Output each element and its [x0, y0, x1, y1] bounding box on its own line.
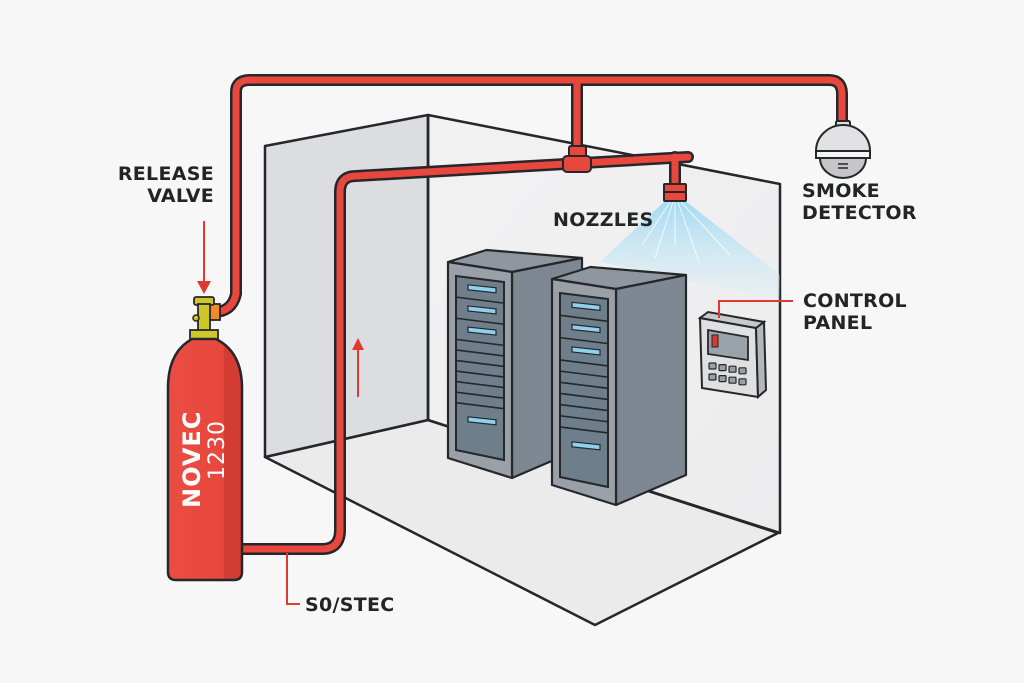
server-indicator-light	[467, 326, 497, 336]
server-panel	[455, 274, 505, 462]
room-left-wall	[263, 113, 430, 459]
server-indicator-light	[571, 346, 601, 356]
cylinder-label-line1: NOVEC	[178, 411, 206, 508]
server-slot-divider	[559, 426, 609, 434]
label-control-panel: CONTROL PANEL	[803, 290, 907, 334]
server-slot-divider	[455, 338, 505, 347]
label-piping: S0/STEC	[305, 594, 395, 616]
server-slot-divider	[559, 370, 609, 378]
nozzle-head	[663, 183, 687, 202]
control-panel-button	[708, 362, 717, 370]
server-panel	[559, 291, 609, 489]
server-indicator-light	[571, 301, 601, 311]
piping-leader	[286, 553, 300, 605]
control-panel-button	[708, 373, 717, 381]
novec-cylinder: NOVEC 1230	[166, 296, 244, 582]
release-valve-arrow-icon	[197, 221, 211, 294]
control-panel-button	[728, 365, 737, 373]
label-smoke-detector-line2: DETECTOR	[802, 202, 917, 224]
control-panel-button	[718, 364, 727, 372]
server-slot-divider	[559, 314, 609, 323]
label-release-valve-line2: VALVE	[147, 185, 214, 207]
server-rack-right	[550, 265, 688, 507]
server-slot-divider	[455, 401, 505, 410]
server-slot-divider	[559, 414, 609, 423]
label-nozzles: NOZZLES	[553, 209, 654, 231]
control-panel-button	[728, 376, 737, 384]
server-slot-divider	[455, 370, 505, 378]
label-release-valve-line1: RELEASE	[117, 163, 214, 185]
control-panel-device	[697, 300, 793, 400]
server-slot-divider	[559, 381, 609, 390]
server-side	[614, 273, 688, 507]
server-racks	[446, 248, 688, 507]
label-control-panel-line2: PANEL	[803, 312, 873, 334]
control-panel-buttons	[708, 362, 747, 386]
server-slot-divider	[455, 359, 505, 368]
pipe-network	[208, 74, 848, 555]
release-valve-icon	[189, 296, 221, 340]
control-panel-button	[718, 375, 727, 383]
server-slot-divider	[455, 349, 505, 357]
cylinder-label-line2: 1230	[205, 420, 230, 480]
control-panel-leader	[718, 300, 793, 318]
nozzle-spray	[600, 200, 780, 300]
server-slot-divider	[559, 359, 609, 367]
server-slot-divider	[455, 317, 505, 326]
control-panel-digit	[711, 334, 719, 348]
label-smoke-detector-line1: SMOKE	[802, 180, 880, 202]
control-panel-button	[738, 367, 747, 375]
flow-arrow-icon	[352, 338, 364, 397]
tee-fitting	[562, 145, 592, 173]
label-release-valve: RELEASE VALVE	[110, 163, 214, 207]
label-control-panel-line1: CONTROL	[803, 290, 907, 312]
server-slot-divider	[455, 380, 505, 389]
server-indicator-light	[571, 323, 601, 334]
server-slot-divider	[559, 403, 609, 412]
label-smoke-detector: SMOKE DETECTOR	[802, 180, 917, 224]
server-slot-divider	[559, 392, 609, 401]
smoke-detector-device	[814, 120, 872, 179]
server-slot-divider	[455, 391, 505, 399]
server-indicator-light	[467, 305, 497, 315]
server-slot-divider	[455, 296, 505, 304]
server-indicator-light	[571, 441, 601, 451]
server-slot-divider	[559, 336, 609, 345]
control-panel-button	[738, 378, 747, 386]
server-indicator-light	[467, 416, 497, 426]
server-indicator-light	[467, 284, 497, 294]
